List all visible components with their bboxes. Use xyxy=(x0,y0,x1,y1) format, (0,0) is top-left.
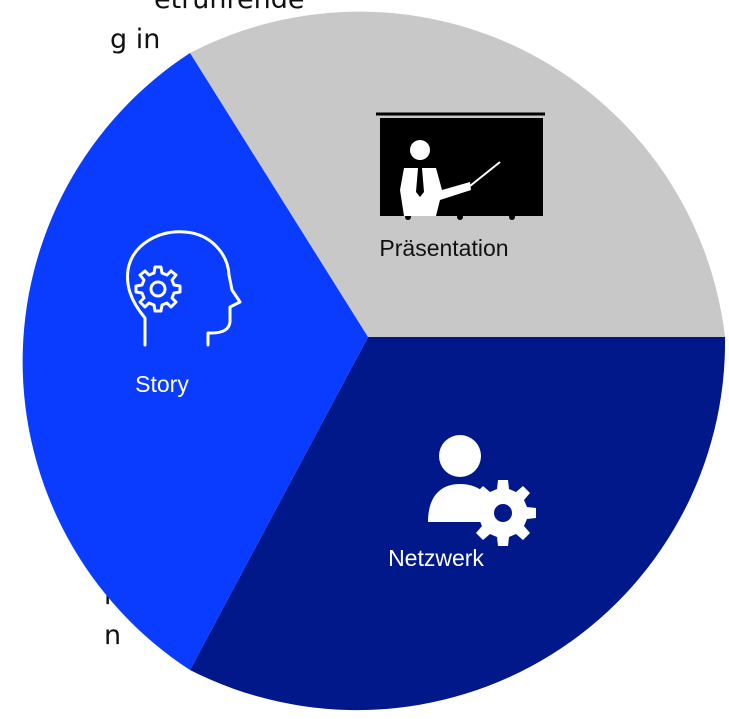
segment-netzwerk xyxy=(190,337,726,711)
segment-netzwerk-label: Netzwerk xyxy=(388,545,484,571)
segment-story xyxy=(22,53,369,670)
background-text-line: n xyxy=(104,620,122,651)
segment-netzwerk-wedge xyxy=(190,337,726,711)
segment-praesentation-label: Präsentation xyxy=(379,235,508,261)
presentation-board-icon xyxy=(376,112,545,220)
segment-story-label: Story xyxy=(135,371,189,397)
segment-story-wedge xyxy=(22,53,369,670)
head-gear-icon xyxy=(126,230,242,347)
background-text-line: etrührende xyxy=(0,0,305,20)
user-gear-icon xyxy=(428,435,536,546)
background-text-line: g in xyxy=(110,24,161,55)
background-text-top: etrührende g in xyxy=(0,0,305,60)
